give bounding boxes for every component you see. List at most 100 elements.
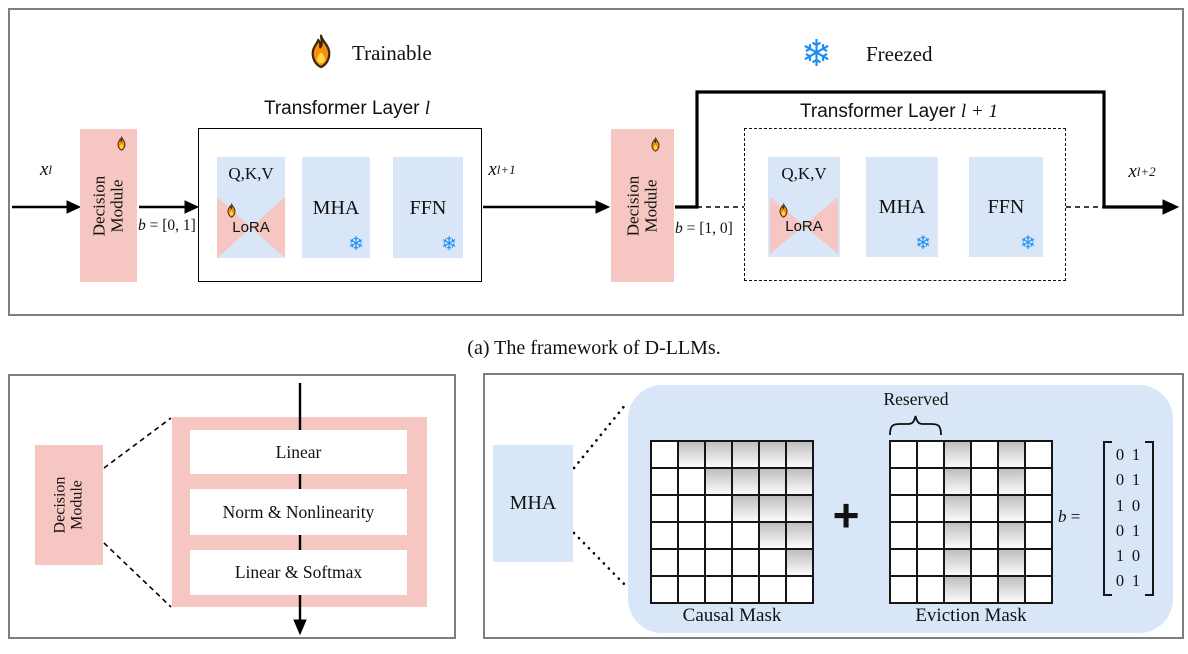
matrix-bracket-left — [1103, 441, 1112, 596]
unmasked-cell — [890, 441, 917, 468]
unmasked-cell — [651, 495, 678, 522]
b2-label: b = [1, 0] — [675, 220, 733, 237]
unmasked-cell — [971, 549, 998, 576]
unmasked-cell — [678, 522, 705, 549]
masked-cell — [944, 576, 971, 603]
layer1-title-math: l — [424, 98, 431, 119]
b-matrix-entry: 1 — [1115, 495, 1125, 515]
b-matrix-entry: 1 — [1131, 520, 1141, 540]
masked-cell — [759, 522, 786, 549]
b-matrix-entry: 0 — [1115, 445, 1125, 465]
unmasked-cell — [705, 576, 732, 603]
unmasked-cell — [732, 576, 759, 603]
mha-block-2: MHA ❄ — [866, 157, 938, 257]
b-matrix-prefix: b = — [1058, 507, 1081, 526]
masked-cell — [759, 468, 786, 495]
qkv-block-1: Q,K,V LoRA — [217, 157, 285, 258]
masked-cell — [998, 441, 1025, 468]
eviction-mask-label: Eviction Mask — [915, 605, 1027, 626]
reserved-brace — [889, 415, 942, 436]
unmasked-cell — [786, 576, 813, 603]
unmasked-cell — [759, 549, 786, 576]
legend-trainable-label: Trainable — [352, 41, 432, 65]
layer2-title: Transformer Layer l + 1 — [789, 100, 1009, 124]
fire-icon — [225, 203, 238, 219]
masked-cell — [998, 576, 1025, 603]
legend-freezed-label: Freezed — [866, 42, 933, 66]
unmasked-cell — [678, 468, 705, 495]
masked-cell — [732, 495, 759, 522]
unmasked-cell — [678, 495, 705, 522]
unmasked-cell — [1025, 549, 1052, 576]
decision-module-detail-box: Decision Module — [35, 445, 103, 565]
unmasked-cell — [759, 576, 786, 603]
masked-cell — [944, 468, 971, 495]
layer1-title-text: Transformer Layer — [263, 98, 420, 119]
masked-cell — [705, 468, 732, 495]
b-matrix-entry: 0 — [1115, 520, 1125, 540]
ffn-block-1: FFN ❄ — [393, 157, 463, 258]
fire-icon — [115, 136, 128, 152]
decision-module-2-label: Decision Module — [623, 175, 661, 236]
unmasked-cell — [678, 549, 705, 576]
unmasked-cell — [1025, 495, 1052, 522]
decision-row-linear-softmax: Linear & Softmax — [190, 550, 407, 595]
masked-cell — [998, 549, 1025, 576]
decision-module-detail-label: Decision Module — [51, 476, 86, 534]
decision-row-linear: Linear — [190, 430, 407, 474]
masked-cell — [786, 522, 813, 549]
unmasked-cell — [1025, 576, 1052, 603]
unmasked-cell — [890, 468, 917, 495]
fire-icon — [649, 137, 662, 153]
b-matrix-entry: 1 — [1131, 571, 1141, 591]
snowflake-icon: ❄ — [441, 234, 457, 255]
unmasked-cell — [890, 522, 917, 549]
lora-label: LoRA — [785, 218, 823, 235]
unmasked-cell — [1025, 441, 1052, 468]
b-matrix-entry: 0 — [1115, 470, 1125, 490]
decision-module-1: Decision Module — [80, 129, 137, 282]
ffn-label: FFN — [987, 195, 1025, 218]
masked-cell — [732, 441, 759, 468]
ffn-label: FFN — [409, 196, 447, 219]
fire-icon — [306, 33, 336, 72]
masked-cell — [786, 468, 813, 495]
unmasked-cell — [705, 549, 732, 576]
unmasked-cell — [971, 576, 998, 603]
unmasked-cell — [705, 495, 732, 522]
unmasked-cell — [917, 468, 944, 495]
mha-detail-box: MHA — [493, 445, 573, 562]
snowflake-icon: ❄ — [1020, 233, 1036, 254]
b-matrix-entry: 1 — [1115, 545, 1125, 565]
plus-operator: + — [832, 489, 860, 541]
unmasked-cell — [890, 549, 917, 576]
masked-cell — [759, 441, 786, 468]
unmasked-cell — [732, 549, 759, 576]
unmasked-cell — [917, 495, 944, 522]
matrix-bracket-right — [1145, 441, 1154, 596]
fire-icon — [777, 203, 790, 219]
b-matrix-entry: 0 — [1115, 571, 1125, 591]
masked-cell — [786, 441, 813, 468]
reserved-label: Reserved — [883, 388, 949, 409]
unmasked-cell — [678, 576, 705, 603]
lora-bowtie-shape — [770, 197, 838, 254]
masked-cell — [998, 468, 1025, 495]
causal-mask-grid — [650, 440, 814, 604]
unmasked-cell — [651, 468, 678, 495]
unmasked-cell — [1025, 522, 1052, 549]
unmasked-cell — [917, 576, 944, 603]
masked-cell — [944, 495, 971, 522]
unmasked-cell — [651, 549, 678, 576]
unmasked-cell — [732, 522, 759, 549]
caption-a: (a) The framework of D-LLMs. — [467, 336, 721, 359]
layer2-title-text: Transformer Layer — [800, 101, 956, 122]
decision-row-norm-nonlinearity: Norm & Nonlinearity — [190, 489, 407, 535]
b-matrix-entry: 1 — [1131, 470, 1141, 490]
